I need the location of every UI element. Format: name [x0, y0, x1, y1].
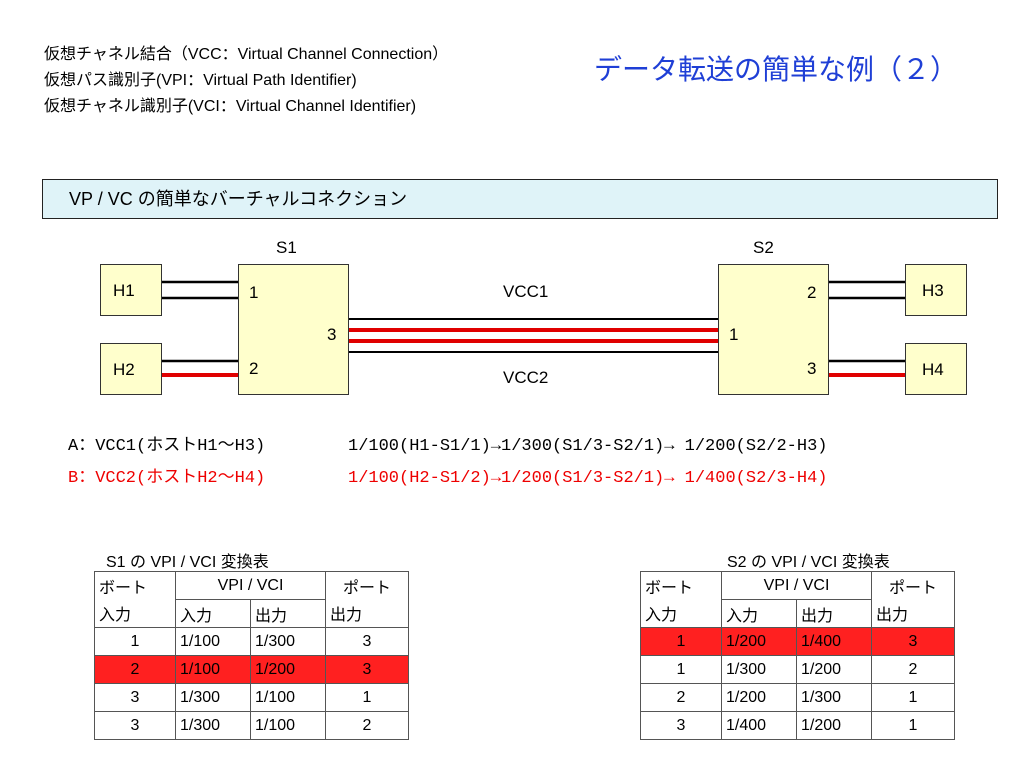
- s1-conversion-table: ボート VPI / VCI ポート 入力 入力 出力 出力 1 1/100 1/…: [94, 571, 409, 740]
- table-row: 3 1/300 1/100 1: [94, 683, 409, 712]
- s1-table-caption: S1 の VPI / VCI 変換表: [106, 554, 269, 571]
- table-row-highlighted: 1 1/200 1/400 3: [640, 627, 955, 656]
- route-a-label: A：VCC1(ホストH1～H3): [68, 437, 266, 456]
- table-row: 1 1/100 1/300 3: [94, 627, 409, 656]
- table-row: 3 1/400 1/200 1: [640, 711, 955, 740]
- route-b: B：VCC2(ホストH2～H4) 1/100(H2-S1/2)→1/200(S1/…: [68, 462, 827, 488]
- table-row: 2 1/200 1/300 1: [640, 683, 955, 712]
- definitions: 仮想チャネル結合（VCC：Virtual Channel Connection）…: [44, 42, 448, 120]
- s1-port-2: 2: [249, 359, 259, 378]
- header-port-in: ボート: [640, 571, 722, 600]
- route-b-path: 1/100(H2-S1/2)→1/200(S1/3-S2/1)→ 1/400(S…: [348, 469, 828, 488]
- link-s2-h4: [829, 359, 905, 377]
- route-a-path: 1/100(H1-S1/1)→1/300(S1/3-S2/1)→ 1/200(S…: [348, 437, 828, 456]
- section-heading: VP / VC の簡単なバーチャルコネクション: [42, 179, 998, 219]
- table-row: 3 1/300 1/100 2: [94, 711, 409, 740]
- s1-port-1: 1: [249, 283, 259, 302]
- header-port-in: ボート: [94, 571, 176, 600]
- link-h1-s1: [162, 280, 238, 300]
- route-a: A：VCC1(ホストH1～H3) 1/100(H1-S1/1)→1/300(S1/…: [68, 430, 827, 456]
- s2-port-3: 3: [807, 359, 817, 378]
- switch-s2: 1 2 3: [718, 264, 829, 395]
- page-title: データ転送の簡単な例（２）: [594, 54, 959, 85]
- s2-table-caption: S2 の VPI / VCI 変換表: [727, 554, 890, 571]
- definition-vcc: 仮想チャネル結合（VCC：Virtual Channel Connection）: [44, 46, 449, 63]
- s2-port-2: 2: [807, 283, 817, 302]
- link-h2-s1: [162, 359, 238, 377]
- header-port-out: ポート: [325, 571, 409, 600]
- link-s2-h3: [829, 280, 905, 300]
- header-vpi-vci: VPI / VCI: [721, 571, 872, 600]
- connection-lines: [162, 280, 905, 377]
- link-s1-s2: [349, 318, 718, 353]
- switch-s1-label: S1: [276, 238, 297, 257]
- table-row: 1 1/300 1/200 2: [640, 655, 955, 684]
- route-b-label: B：VCC2(ホストH2～H4): [68, 469, 266, 488]
- definition-vci: 仮想チャネル識別子(VCI：Virtual Channel Identifier…: [44, 98, 417, 115]
- host-h4: H4: [905, 343, 967, 395]
- s2-conversion-table: ボート VPI / VCI ポート 入力 入力 出力 出力 1 1/200 1/…: [640, 571, 955, 740]
- host-h1: H1: [100, 264, 162, 316]
- s1-port-3: 3: [327, 325, 337, 344]
- header-vpi-vci: VPI / VCI: [175, 571, 326, 600]
- vcc2-label: VCC2: [503, 368, 549, 387]
- host-h3: H3: [905, 264, 967, 316]
- vcc1-label: VCC1: [503, 282, 549, 301]
- host-h2: H2: [100, 343, 162, 395]
- table-row-highlighted: 2 1/100 1/200 3: [94, 655, 409, 684]
- s2-port-1: 1: [729, 325, 739, 344]
- header-port-out: ポート: [871, 571, 955, 600]
- switch-s2-label: S2: [753, 238, 774, 257]
- definition-vpi: 仮想パス識別子(VPI：Virtual Path Identifier): [44, 72, 357, 89]
- switch-s1: 1 2 3: [238, 264, 349, 395]
